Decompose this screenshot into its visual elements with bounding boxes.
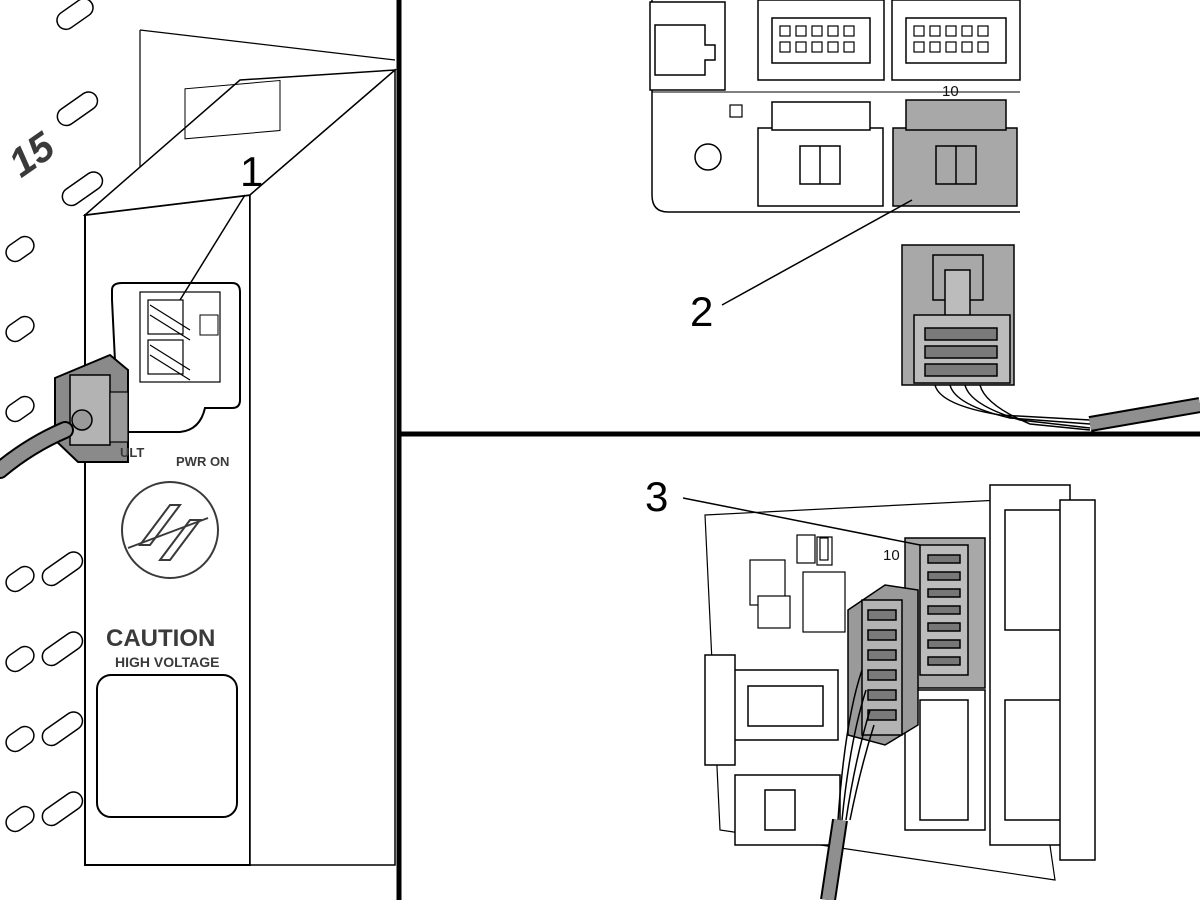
fault-label: ULT — [120, 445, 144, 460]
callout-1: 1 — [240, 148, 263, 195]
wire-bundle-bottom — [837, 669, 875, 821]
connector-cutout — [111, 282, 241, 433]
pwr-on-label: PWR ON — [176, 454, 229, 469]
callout-2: 2 — [690, 288, 713, 335]
top-right-panel: 10 2 — [649, 0, 1200, 432]
haas-logo-icon — [121, 481, 219, 579]
pin-10-label-top: 10 — [942, 83, 959, 100]
left-panel-enclosure: 15 ULT PWR ON — [0, 0, 398, 900]
callout-3: 3 — [645, 473, 668, 520]
ic-components — [749, 534, 846, 633]
leader-line-2 — [721, 199, 913, 306]
high-voltage-label: HIGH VOLTAGE — [115, 654, 219, 670]
leader-line-3 — [682, 497, 921, 546]
header-lower-left — [704, 654, 841, 846]
header-block-right — [989, 484, 1096, 861]
leader-line-1 — [179, 194, 246, 301]
socket-header-gray-bottom — [904, 537, 986, 689]
pin-10-label-bottom: 10 — [883, 547, 900, 564]
wire-bundle-top — [934, 384, 1091, 431]
socket-header-gray — [892, 99, 1018, 207]
plug-connector-left — [54, 353, 129, 463]
pin-array-top — [779, 25, 989, 53]
plug-connector-bottom — [847, 584, 919, 746]
socket-header-white — [757, 101, 884, 207]
caution-label: CAUTION — [106, 625, 215, 652]
warning-label-placeholder — [96, 674, 238, 818]
plug-connector-top — [901, 244, 1015, 386]
bottom-right-panel: 10 3 — [645, 473, 1096, 900]
